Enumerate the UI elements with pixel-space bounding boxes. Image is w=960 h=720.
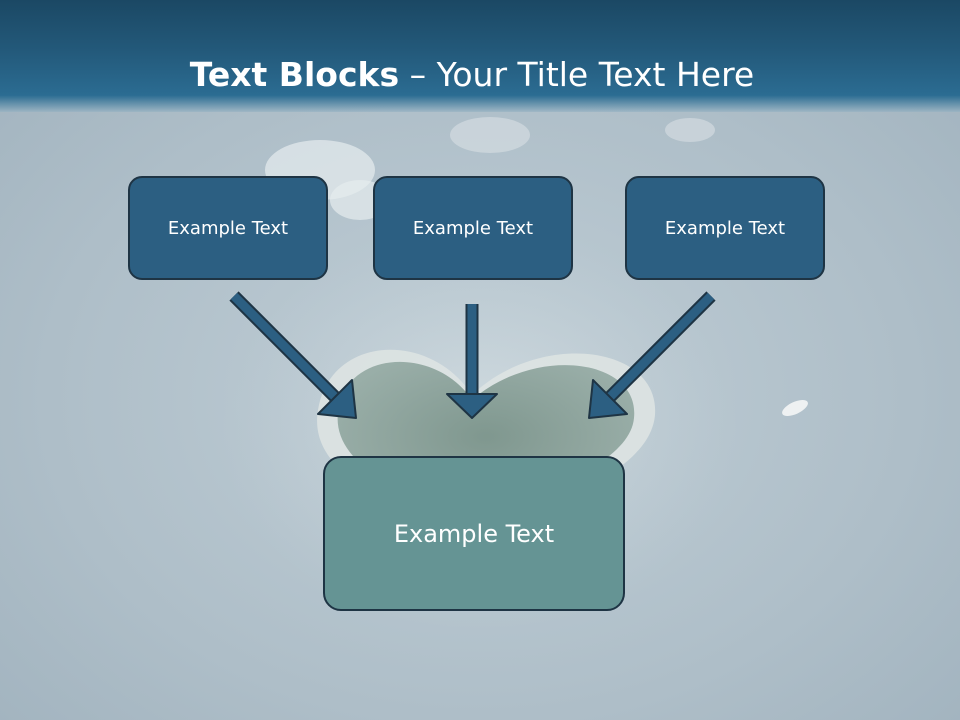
- text-block-2[interactable]: Example Text: [373, 176, 573, 280]
- page-title: Text Blocks – Your Title Text Here: [0, 52, 944, 98]
- arrow-down-right-icon: [229, 291, 357, 419]
- text-block-3-label: Example Text: [664, 217, 786, 239]
- result-block[interactable]: Example Text: [323, 456, 625, 611]
- text-block-2-label: Example Text: [412, 217, 534, 239]
- text-block-1[interactable]: Example Text: [128, 176, 328, 280]
- result-block-label: Example Text: [393, 519, 555, 548]
- text-block-3[interactable]: Example Text: [625, 176, 825, 280]
- title-rest: Your Title Text Here: [436, 55, 755, 94]
- text-block-1-label: Example Text: [167, 217, 289, 239]
- arrow-down-left-icon: [588, 291, 716, 419]
- title-bold: Text Blocks: [189, 55, 400, 94]
- title-separator: –: [399, 55, 437, 94]
- header-bar: [0, 0, 960, 112]
- arrow-down-icon: [446, 304, 498, 419]
